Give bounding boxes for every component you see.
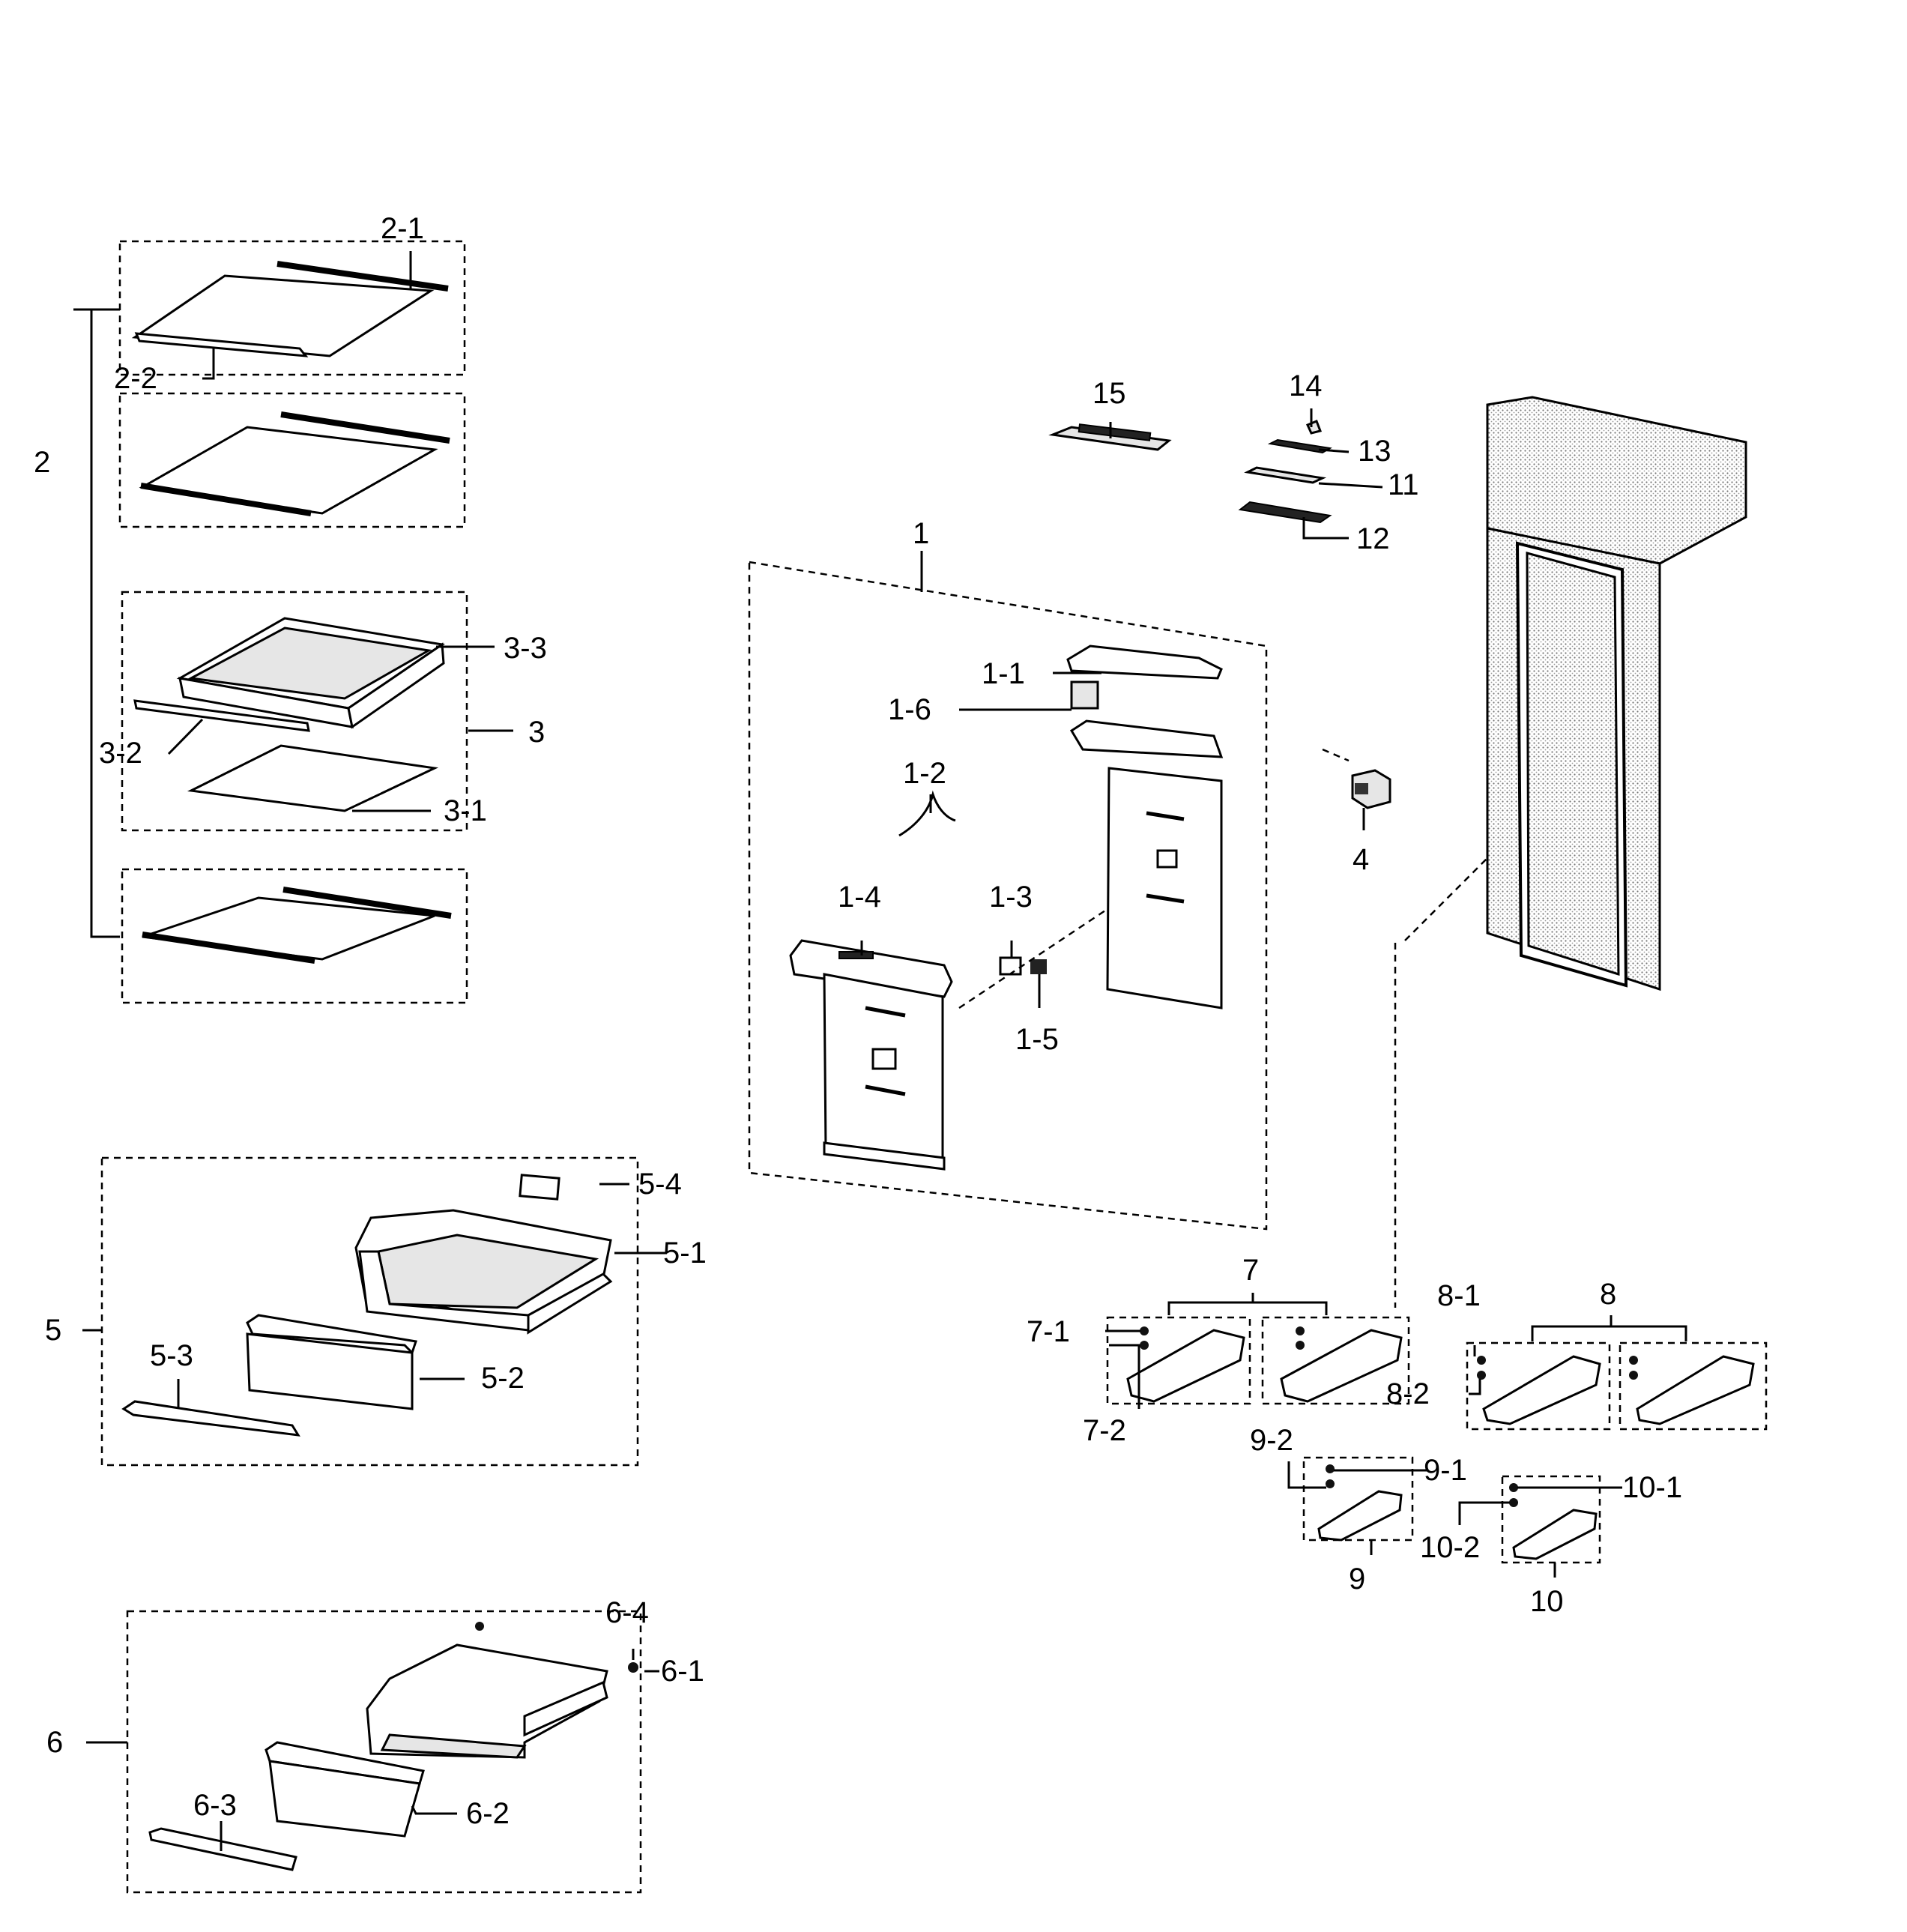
connector <box>1030 959 1047 974</box>
refrigerator-cabinet <box>1486 396 1747 991</box>
label-3: 3 <box>528 716 545 749</box>
drawer-label <box>519 1174 560 1201</box>
label-4: 4 <box>1353 843 1369 876</box>
label-10-1: 10-1 <box>1622 1471 1682 1504</box>
drawer-bin <box>354 1209 613 1335</box>
label-14: 14 <box>1289 369 1323 402</box>
label-3-2: 3-2 <box>99 737 142 770</box>
label-6-1: 6-1 <box>661 1655 704 1688</box>
front-cover-panel <box>789 939 953 1171</box>
label-1-2: 1-2 <box>903 757 946 790</box>
label-1-5: 1-5 <box>1015 1023 1059 1056</box>
glass-shelf <box>139 411 450 516</box>
sensor <box>999 956 1022 976</box>
drawer-bin <box>366 1643 608 1759</box>
label-5-2: 5-2 <box>481 1362 525 1395</box>
label-1-6: 1-6 <box>888 693 931 726</box>
label-8-2: 8-2 <box>1386 1377 1430 1410</box>
label-6-2: 6-2 <box>466 1797 510 1830</box>
group-1-cover-assembly <box>748 561 1268 1231</box>
label-10-2: 10-2 <box>1420 1531 1480 1564</box>
label-2-1: 2-1 <box>381 212 424 245</box>
label-5-3: 5-3 <box>150 1339 193 1372</box>
label-1-4: 1-4 <box>838 881 881 914</box>
label-9: 9 <box>1349 1563 1365 1596</box>
label-5-1: 5-1 <box>663 1237 707 1270</box>
label-9-1: 9-1 <box>1424 1454 1467 1487</box>
label-12: 12 <box>1356 522 1390 555</box>
callout-labels: 2-1 2-2 2 3-3 3 3-2 3-1 15 14 13 11 12 1… <box>34 212 1682 1830</box>
glass-shelf <box>142 887 452 964</box>
label-6: 6 <box>46 1726 63 1759</box>
shelf-tray <box>176 617 445 729</box>
group-8-rails <box>1466 1315 1768 1431</box>
wire-harness <box>898 790 956 837</box>
label-1-1: 1-1 <box>982 657 1025 690</box>
label-7-2: 7-2 <box>1083 1414 1126 1447</box>
leader-lines <box>73 251 1622 1851</box>
label-8-1: 8-1 <box>1437 1279 1481 1312</box>
group-7-rails <box>1106 1293 1410 1405</box>
label-3-1: 3-1 <box>444 794 487 827</box>
label-2: 2 <box>34 446 50 479</box>
label-3-3: 3-3 <box>504 632 547 665</box>
group-9-rail <box>1302 1456 1414 1542</box>
label-1: 1 <box>913 517 929 550</box>
group-3-shelf-assembly <box>121 591 468 832</box>
label-5: 5 <box>45 1314 61 1347</box>
group-5-drawer <box>100 1156 639 1467</box>
label-7-1: 7-1 <box>1027 1315 1070 1348</box>
label-6-4: 6-4 <box>605 1596 649 1629</box>
label-2-2: 2-2 <box>114 362 157 395</box>
label-7: 7 <box>1242 1254 1259 1287</box>
label-13: 13 <box>1358 435 1391 468</box>
rear-cover-panel <box>1066 644 1224 1009</box>
label-10: 10 <box>1530 1585 1564 1618</box>
label-15: 15 <box>1092 377 1126 410</box>
label-8: 8 <box>1600 1278 1616 1311</box>
label-5-4: 5-4 <box>638 1168 682 1201</box>
part-4-connector <box>1351 769 1391 809</box>
group-10-rail <box>1501 1475 1601 1564</box>
group-2-shelves <box>90 240 468 1004</box>
label-9-2: 9-2 <box>1250 1424 1293 1457</box>
label-1-3: 1-3 <box>989 881 1033 914</box>
group-6-drawer <box>126 1610 642 1894</box>
top-parts <box>1048 420 1332 524</box>
label-11: 11 <box>1388 468 1419 501</box>
glass-shelf <box>131 261 449 357</box>
label-6-3: 6-3 <box>193 1789 237 1822</box>
